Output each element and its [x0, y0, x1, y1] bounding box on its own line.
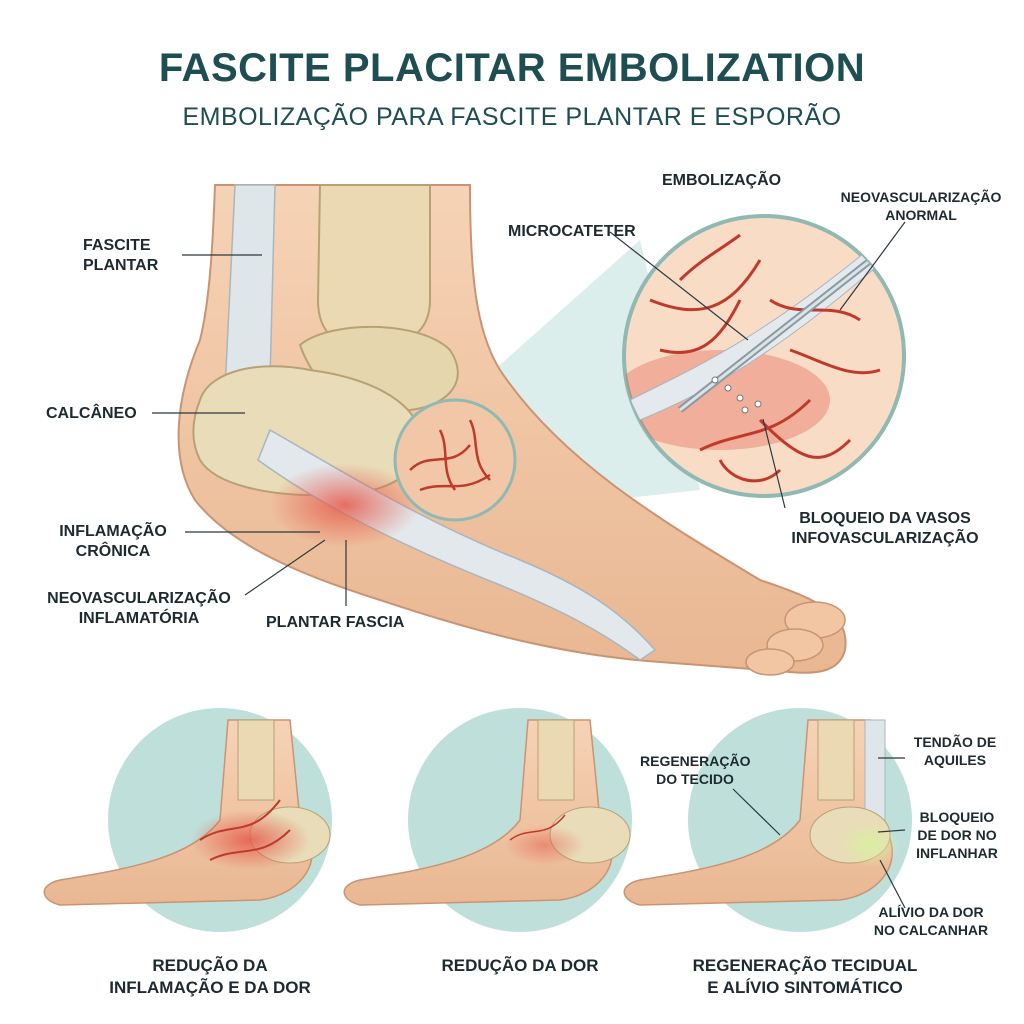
label-calcaneo: CALCÂNEO	[46, 405, 137, 422]
leader-lines	[152, 221, 906, 909]
label-neovascularizacao-anormal: NEOVASCULARIZAÇÃO ANORMAL	[840, 189, 1002, 223]
label-inflamacao-cronica: INFLAMAÇÃO CRÔNICA	[59, 523, 167, 560]
label-regeneracao-tecido: REGENERAÇÃO DO TECIDO	[640, 753, 751, 787]
label-microcateter: MICROCATETER	[508, 223, 636, 240]
label-neovascularizacao-inflamatoria: NEOVASCULARIZAÇÃO INFLAMATÓRIA	[47, 590, 231, 627]
page-title: FASCITE PLACITAR EMBOLIZATION	[158, 46, 866, 90]
label-plantar-fascia: PLANTAR FASCIA	[266, 614, 405, 631]
label-embolizacao: EMBOLIZAÇÃO	[662, 172, 782, 189]
label-alivio-dor: ALÍVIO DA DOR NO CALCANHAR	[873, 904, 989, 938]
caption-stage-2: REDUÇÃO DA DOR	[441, 956, 599, 975]
main-foot	[177, 184, 847, 676]
label-fascite-plantar: FASCITE PLANTAR	[83, 237, 159, 274]
stage-3	[623, 708, 912, 932]
caption-stage-1: REDUÇÃO DA INFLAMAÇÃO E DA DOR	[109, 956, 311, 997]
page-subtitle: EMBOLIZAÇÃO PARA FASCITE PLANTAR E ESPOR…	[182, 103, 842, 131]
embolization-inset	[622, 214, 906, 498]
stage-1	[43, 708, 332, 932]
label-tendao-aquiles: TENDÃO DE AQUILES	[913, 734, 997, 768]
stage-2	[343, 708, 632, 932]
label-bloqueio-dor: BLOQUEIO DE DOR NO INFLANHAR	[916, 809, 998, 861]
label-bloqueio-vasos: BLOQUEIO DA VASOS INFOVASCULARIZAÇÃO	[791, 510, 979, 547]
caption-stage-3: REGENERAÇÃO TECIDUAL E ALÍVIO SINTOMÁTIC…	[692, 956, 918, 997]
